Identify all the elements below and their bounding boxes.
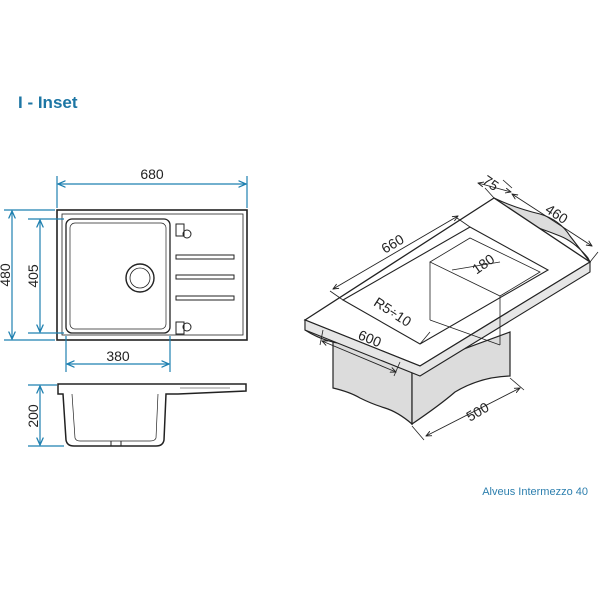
side-section	[57, 383, 247, 447]
drain-icon	[125, 263, 155, 293]
dim-top-width: 680	[140, 166, 164, 182]
isometric-view	[303, 197, 592, 426]
dim-iso-base: 500	[463, 399, 491, 425]
dim-iso-length: 660	[378, 231, 406, 257]
page-title: I - Inset	[18, 93, 78, 112]
dim-top-height: 480	[0, 263, 13, 287]
top-view	[56, 209, 248, 341]
product-caption: Alveus Intermezzo 40	[482, 486, 588, 498]
dim-iso-offset: 75	[480, 172, 502, 194]
dim-bowl-height: 405	[25, 264, 41, 288]
dim-bowl-width: 380	[106, 348, 130, 364]
dim-depth: 200	[25, 404, 41, 428]
